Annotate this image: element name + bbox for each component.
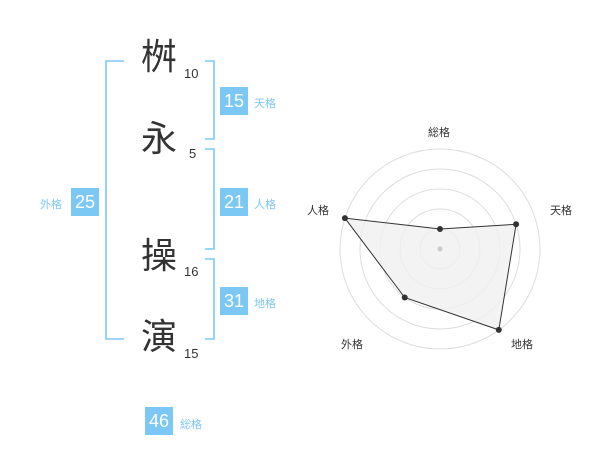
radar-axis-label-3: 外格	[341, 338, 363, 351]
name-char-4: 演	[141, 317, 178, 358]
jinkaku-label: 人格	[254, 198, 276, 211]
tenkaku-score: 15	[220, 87, 248, 115]
radar-center	[437, 246, 443, 252]
stroke-count-3: 16	[184, 264, 199, 279]
name-char-2: 永	[141, 119, 178, 160]
chikaku-score: 31	[220, 287, 248, 315]
radar-axis-label-0: 総格	[428, 126, 450, 139]
radar-point-1	[513, 221, 520, 228]
radar-point-4	[341, 215, 348, 222]
radar-ring-5	[339, 148, 541, 350]
soukaku-label: 総格	[180, 418, 202, 431]
chikaku-label: 地格	[254, 297, 276, 310]
stroke-count-4: 15	[184, 346, 199, 361]
radar-point-3	[401, 294, 408, 301]
gaikaku-label: 外格	[40, 198, 62, 211]
radar-ring-4	[359, 168, 521, 330]
radar-axis-label-1: 天格	[550, 204, 572, 217]
radar-axis-label-4: 人格	[307, 204, 329, 217]
radar-point-2	[495, 326, 502, 333]
jinkaku-bracket	[205, 148, 215, 250]
radar-series-area	[343, 217, 517, 331]
chikaku-bracket	[205, 258, 215, 340]
radar-axis-label-2: 地格	[511, 338, 533, 351]
gaikaku-bracket	[105, 60, 124, 340]
stroke-count-1: 10	[184, 66, 199, 81]
tenkaku-label: 天格	[254, 97, 276, 110]
stroke-count-2: 5	[189, 146, 197, 161]
radar-chart	[339, 148, 541, 350]
gaikaku-score: 25	[71, 188, 99, 216]
radar-point-0	[437, 226, 443, 232]
jinkaku-score: 21	[220, 188, 248, 216]
tenkaku-bracket	[205, 60, 215, 140]
name-char-1: 桝	[141, 37, 178, 78]
name-char-3: 操	[141, 236, 178, 277]
soukaku-score: 46	[145, 407, 173, 435]
